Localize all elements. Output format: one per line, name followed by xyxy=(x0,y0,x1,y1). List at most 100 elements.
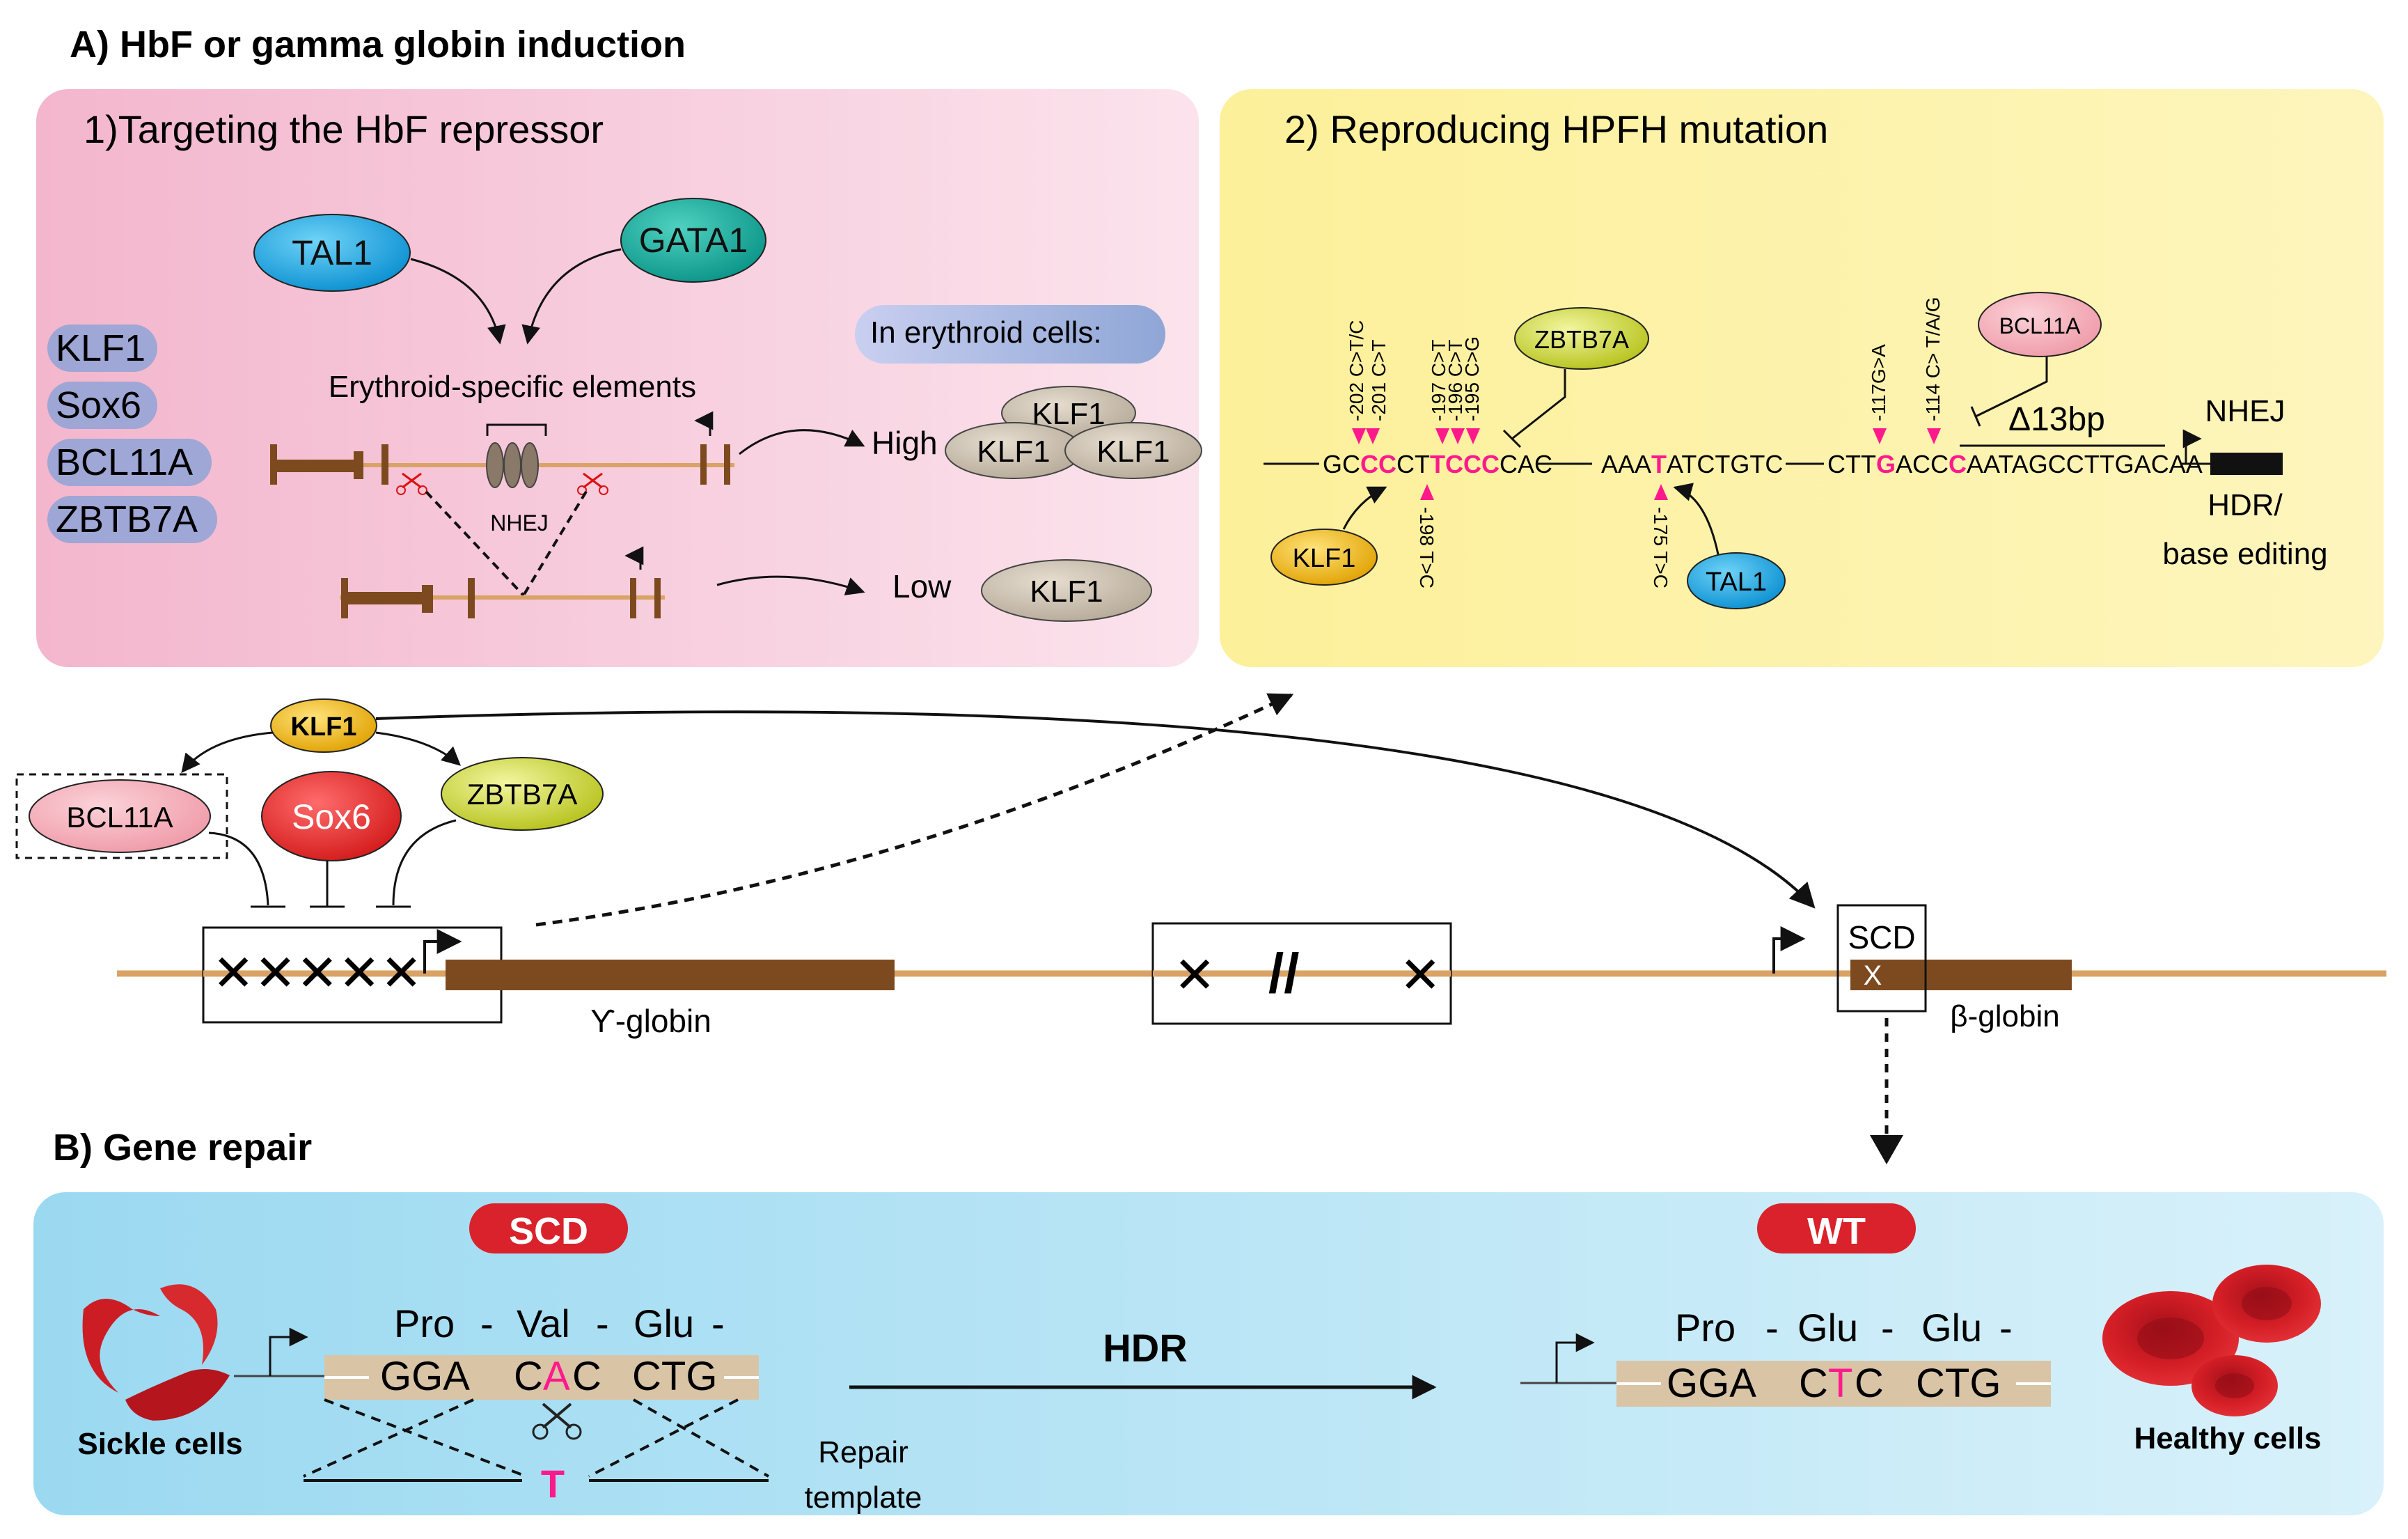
tal1-arrow xyxy=(410,258,506,345)
klf1-bubble xyxy=(270,698,377,753)
cross-mark: ✕ xyxy=(1399,948,1441,1003)
sickle-cells-icon xyxy=(82,1284,230,1421)
codon-aa: Glu xyxy=(1797,1306,1858,1350)
codon-mutant-base: A xyxy=(543,1354,570,1399)
codon-aa: Glu xyxy=(634,1302,694,1345)
seq-highlight-base: T xyxy=(1651,450,1667,478)
scd-badge xyxy=(469,1203,628,1253)
nhej-label: NHEJ xyxy=(2205,394,2285,428)
erythroid-cells-pill xyxy=(855,305,1165,364)
seq-highlight-base: CC xyxy=(1360,450,1396,478)
tal1-label: TAL1 xyxy=(292,233,372,272)
codon-bar xyxy=(1616,1361,2051,1407)
zbtb7a-label: ZBTB7A xyxy=(1534,325,1629,354)
repressor-klf1: KLF1 xyxy=(56,327,145,369)
bcl11a-bubble xyxy=(1978,292,2102,357)
deletion-label: Δ13bp xyxy=(2008,401,2105,438)
mutation-marker xyxy=(1654,484,1668,500)
mutation-marker xyxy=(1451,428,1465,444)
crossover-dash xyxy=(588,1398,739,1478)
section-b-title: B) Gene repair xyxy=(53,1127,312,1169)
mutation-marker xyxy=(1873,428,1887,444)
codon-aa: Glu xyxy=(1921,1306,1982,1350)
codon-seq: C xyxy=(1855,1361,1884,1406)
mutation-marker xyxy=(1927,428,1941,444)
klf1-label: KLF1 xyxy=(1293,544,1356,573)
high-label: High xyxy=(872,425,938,461)
inhibition-line xyxy=(392,819,457,906)
crossover-dash xyxy=(633,1398,769,1478)
exon-bar xyxy=(341,578,348,618)
panelB-background xyxy=(33,1192,2384,1515)
mutation-x-row: ✕✕✕✕✕ xyxy=(212,946,423,1001)
panel1-title: 1)Targeting the HbF repressor xyxy=(84,107,604,151)
mutation-label: -195 C>G xyxy=(1461,336,1483,421)
bcl11a-bubble xyxy=(29,779,211,853)
codon-dash: - xyxy=(1881,1306,1894,1350)
klf1-to-bcl11a-arrow xyxy=(181,731,274,774)
gamma-promoter-arrow xyxy=(423,929,462,974)
repressor-pill xyxy=(47,439,212,486)
tal1-label: TAL1 xyxy=(1706,568,1767,597)
repressor-pill xyxy=(47,496,217,543)
codon-seq: GGA xyxy=(1667,1361,1756,1406)
repressor-pill xyxy=(47,325,157,372)
beta-globin-label: β-globin xyxy=(1950,999,2059,1033)
codon-aa: Val xyxy=(517,1302,570,1345)
klf1-oval xyxy=(981,559,1152,622)
codon-dash: - xyxy=(1999,1306,2013,1350)
sox6-label: Sox6 xyxy=(292,797,371,836)
bcl11a-dashed-box xyxy=(15,773,228,859)
codon-corrected-base: T xyxy=(1828,1361,1852,1406)
seq-base: ATCTGTC xyxy=(1667,450,1783,478)
erythroid-elements-label: Erythroid-specific elements xyxy=(329,370,696,404)
klf1-label: KLF1 xyxy=(1030,575,1103,609)
tal1-arrow xyxy=(1673,483,1720,555)
seq-base: GC xyxy=(1323,450,1360,478)
scd-box xyxy=(1836,904,1927,1013)
promoter-arrow xyxy=(624,546,644,570)
repressor-zbtb7a: ZBTB7A xyxy=(56,499,198,540)
bcl11a-label: BCL11A xyxy=(66,801,173,834)
locus-upper: NHEJ xyxy=(270,411,734,597)
nhej-label: NHEJ xyxy=(490,510,549,536)
panel-targeting-repressor: 1)Targeting the HbF repressor TAL1 GATA1… xyxy=(36,89,1202,667)
inhibition-line xyxy=(208,831,269,906)
klf1-to-beta-globin-arrow xyxy=(375,710,1816,909)
globin-locus: KLF1 BCL11A Sox6 ZBTB7A ✕✕✕✕✕ Ƴ-globin ✕… xyxy=(15,693,2386,1164)
bcl11a-label: BCL11A xyxy=(1999,313,2081,338)
exon-bar xyxy=(348,592,423,604)
panel-gene-repair: SCD WT Sickle cells Pro - Val - Glu - GG… xyxy=(33,1192,2384,1515)
klf1-label: KLF1 xyxy=(291,712,357,742)
low-label: Low xyxy=(892,568,952,604)
arrowhead xyxy=(1870,1135,1903,1164)
mutation-label: -175 T>C xyxy=(1650,507,1671,588)
mutation-marker xyxy=(1366,428,1380,444)
mutation-label: -117G>A xyxy=(1868,344,1889,421)
gene-block xyxy=(2210,453,2283,475)
exon-bar xyxy=(381,444,388,485)
mutation-marker xyxy=(1435,428,1449,444)
zbtb7a-label: ZBTB7A xyxy=(467,778,578,811)
base-editing-label: base editing xyxy=(2162,537,2327,571)
zbtb7a-bubble xyxy=(1514,307,1649,370)
codon-seq: C xyxy=(1799,1361,1828,1406)
exon-bar xyxy=(422,585,433,613)
low-arrow xyxy=(716,575,865,595)
klf1-bubble xyxy=(1270,529,1378,586)
promoter-arrow xyxy=(1555,1333,1595,1383)
seq-segment-3: CTTGACCCAATAGCCTTGACAA xyxy=(1827,450,2203,478)
promoter-arrow xyxy=(694,411,714,436)
codon-aa: Pro xyxy=(394,1302,455,1345)
scd-label: SCD xyxy=(1848,919,1915,955)
element-oval xyxy=(503,442,521,488)
promoter-arrow xyxy=(269,1327,308,1376)
seq-segment-2: AAATATCTGTC xyxy=(1601,450,1783,478)
scd-badge-label: SCD xyxy=(509,1210,588,1252)
klf1-oval xyxy=(1064,422,1202,479)
codon-dash: - xyxy=(480,1302,494,1345)
panel2-background xyxy=(1220,89,2384,667)
mutation-marker xyxy=(1352,428,1366,444)
sox6-bubble xyxy=(261,771,402,861)
